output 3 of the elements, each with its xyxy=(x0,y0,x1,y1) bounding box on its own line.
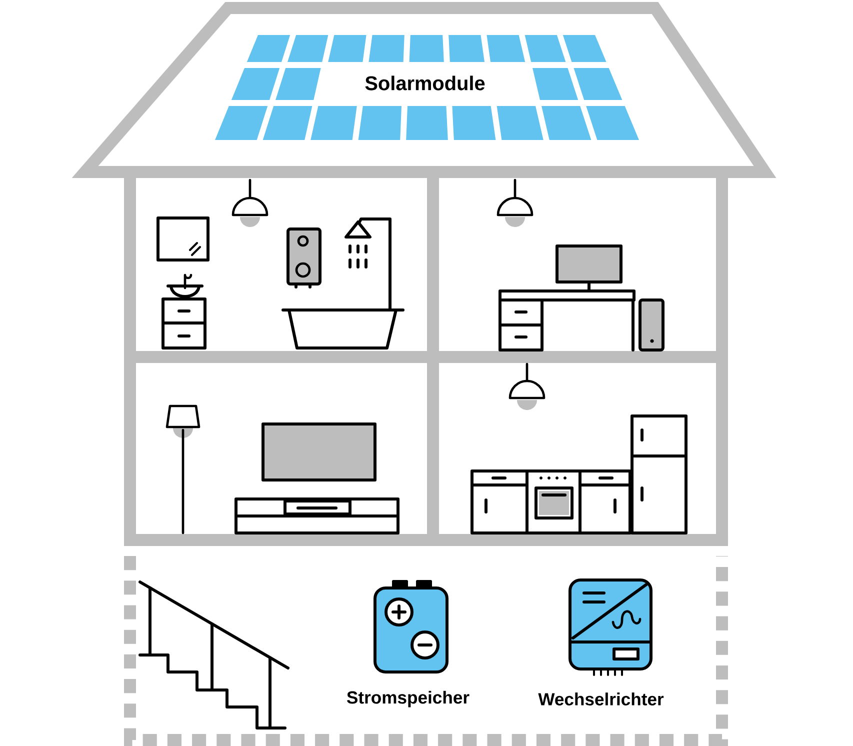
component-label: Wechselrichter xyxy=(538,692,664,706)
component-label: Stromspeicher xyxy=(347,690,470,708)
panel-label: Solarmodule xyxy=(365,76,485,90)
